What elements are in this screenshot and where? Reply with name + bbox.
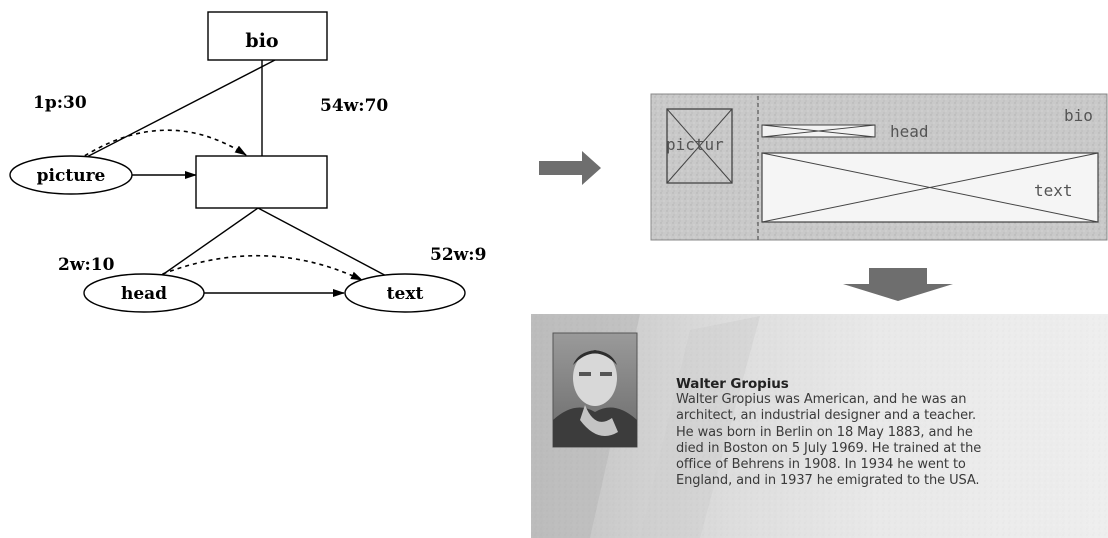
- node-text-ellipse: [344, 273, 466, 313]
- transform-arrow-down: [843, 268, 953, 301]
- edge-label-text: 52w:9: [430, 245, 486, 265]
- node-head-ellipse: [83, 273, 205, 313]
- bio-title: Walter Gropius: [676, 376, 789, 392]
- wireframe-layout: pictur head bio text: [650, 93, 1108, 241]
- edge-label-group: 54w:70: [320, 96, 388, 116]
- wireframe-bio-label: bio: [1064, 106, 1093, 125]
- wireframe-picture-box: [666, 108, 733, 184]
- node-bio-label: bio: [245, 30, 278, 52]
- transform-arrow-right: [539, 151, 601, 185]
- node-head-label: head: [121, 284, 167, 304]
- bio-text-block: Walter Gropius Walter Gropius was Americ…: [676, 376, 1096, 489]
- wireframe-head-cross-b: [761, 124, 876, 138]
- edge-label-head: 2w:10: [58, 255, 115, 275]
- bio-text-line: England, and in 1937 he emigrated to the…: [676, 473, 980, 489]
- node-text-label: text: [387, 284, 424, 304]
- layout-graph: bio picture head text 1p:30 54w:70 2w:10…: [9, 11, 486, 313]
- wireframe-text-label: text: [1034, 181, 1073, 200]
- bio-text-line: He was born in Berlin on 18 May 1883, an…: [676, 424, 973, 440]
- bio-text-line: died in Boston on 5 July 1969. He traine…: [676, 440, 982, 456]
- node-group-box: [195, 155, 328, 209]
- node-picture-label: picture: [37, 166, 106, 186]
- wireframe-picture-label: pictur: [666, 135, 724, 154]
- wireframe-head-label: head: [890, 122, 929, 141]
- wireframe-text-cross-b: [761, 152, 1099, 223]
- wireframe-picture-cross-b: [666, 108, 733, 184]
- edge-group-text: [257, 207, 395, 281]
- bio-text-line: Walter Gropius was American, and he was …: [676, 392, 967, 408]
- edge-bio-picture: [76, 59, 276, 163]
- node-picture-ellipse: [9, 155, 133, 195]
- edge-label-picture: 1p:30: [33, 93, 87, 113]
- bio-text-line: architect, an industrial designer and a …: [676, 408, 977, 424]
- bio-text-line: office of Behrens in 1908. In 1934 he we…: [676, 457, 966, 473]
- dashed-arrow-head-text: [154, 254, 363, 281]
- portrait-photo: [552, 332, 638, 448]
- node-bio-box: [207, 11, 328, 61]
- edge-group-head: [154, 207, 259, 281]
- rendered-page: [531, 314, 1108, 538]
- dashed-arrow-picture-group: [77, 129, 247, 161]
